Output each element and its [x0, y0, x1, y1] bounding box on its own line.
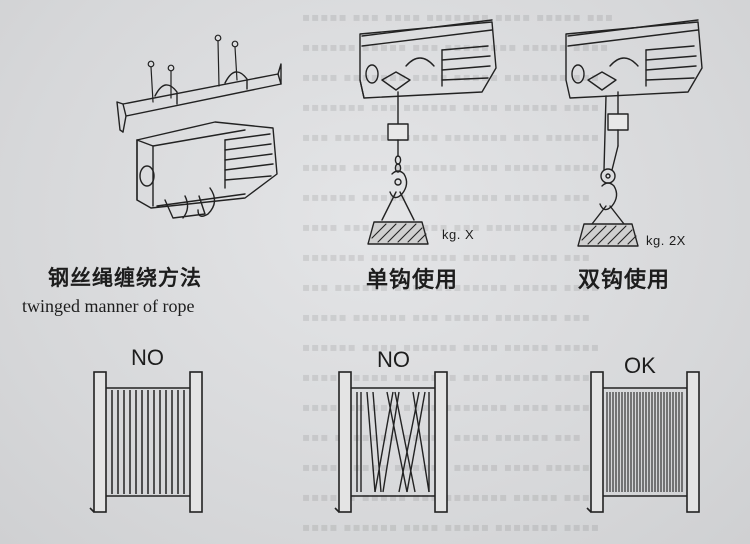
double-load-label: kg. 2X [646, 233, 686, 248]
drum-tight-winding [586, 371, 700, 513]
hoist-rope-mount-illustration [116, 34, 282, 219]
single-hook-caption: 单钩使用 [366, 268, 459, 293]
drum-label-1: NO [131, 345, 164, 370]
single-load-label: kg. X [442, 227, 475, 242]
drum-label-2: NO [377, 347, 410, 372]
rope-manner-caption-en: twinged manner of rope [22, 296, 195, 316]
rope-manner-caption-cn: 钢丝绳缠绕方法 [48, 266, 202, 290]
single-hook-illustration [359, 19, 497, 245]
double-hook-caption: 双钩使用 [578, 268, 671, 293]
drum-label-3: OK [624, 353, 656, 378]
drum-loose-winding [89, 371, 203, 513]
double-hook-illustration [565, 19, 703, 247]
drum-crossed-winding [334, 371, 448, 513]
